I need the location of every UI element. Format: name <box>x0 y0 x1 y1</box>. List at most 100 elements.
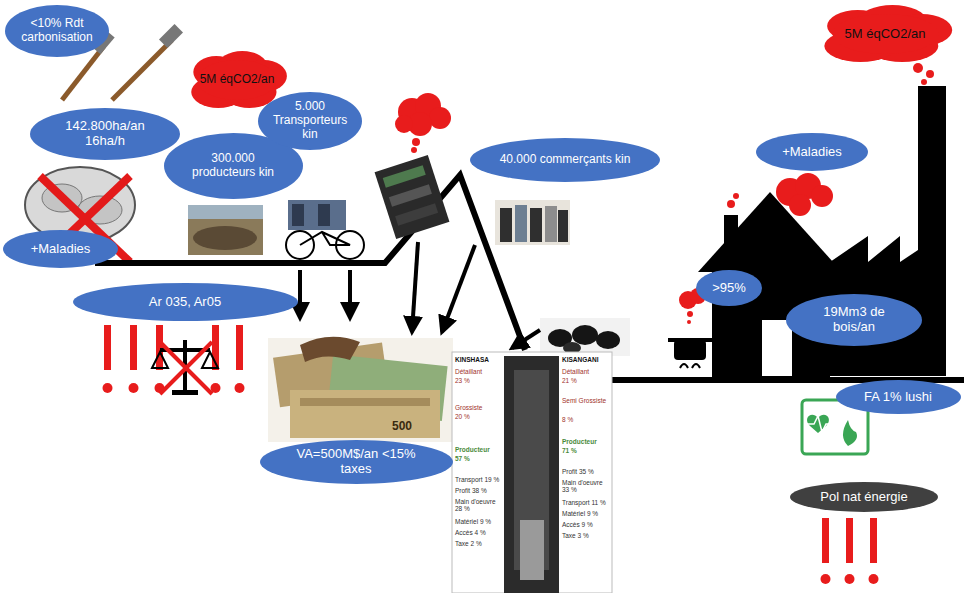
column-label: Transport 19 % <box>455 476 503 483</box>
exclamation-mark-part <box>869 574 879 584</box>
bicycle-icon-part <box>292 204 304 226</box>
ellipse-bubble: 142.800ha/an 16ha/h <box>30 108 180 160</box>
house-icon-part <box>724 215 738 255</box>
money-photo-part <box>290 390 440 438</box>
ellipse-bubble: Ar 035, Ar05 <box>73 283 298 321</box>
charcoal-photo-part <box>596 331 620 349</box>
bubble-text: Ar 035, Ar05 <box>97 295 273 310</box>
exclamation-mark <box>821 518 879 584</box>
ellipse-bubble: >95% <box>696 270 762 306</box>
bubble-text: +Maladies <box>769 145 856 160</box>
column-label: Taxe 2 % <box>455 540 503 547</box>
house-icon-part-part <box>733 193 739 199</box>
cooking-pot-icon-part <box>687 311 693 317</box>
chain-line <box>95 175 525 350</box>
charcoal-photo-part <box>572 325 598 345</box>
exclamation-mark-part <box>846 518 853 563</box>
scale-icon-part <box>202 352 218 368</box>
smoke-cloud-part <box>412 138 420 146</box>
cloud-bubble: 5M éqCO2/an <box>816 4 955 64</box>
ellipse-bubble: 5.000 Transporteurs kin <box>258 92 362 150</box>
smoke-cloud-part <box>429 107 451 129</box>
scale-icon <box>152 340 218 395</box>
bubble-text: <10% Rdt carbonisation <box>17 17 98 45</box>
column-label: Accès 9 % <box>562 521 610 528</box>
money-photo-part <box>268 338 453 442</box>
charcoal-photo-part <box>540 318 630 356</box>
truck-icon-part <box>375 155 450 239</box>
ellipse-bubble: 40.000 commerçants kin <box>470 138 660 182</box>
bubble-text: VA=500M$/an <15% taxes <box>281 447 432 477</box>
bubble-text: 300.000 producteurs kin <box>179 152 287 180</box>
cooking-pot-icon-part <box>680 364 700 368</box>
kiln-photo <box>188 205 263 255</box>
truck-icon-part <box>389 184 432 206</box>
bicycle-icon <box>286 200 364 259</box>
health-icon-part <box>843 420 857 446</box>
charcoal-photo <box>540 318 630 356</box>
exclamation-mark-part <box>130 325 137 370</box>
column-label: Main d'oeuvre 28 % <box>455 498 503 512</box>
sacks-photo-part <box>495 200 570 245</box>
smoke-cloud-part <box>395 115 413 133</box>
sacks-photo-part <box>530 208 542 242</box>
bubble-text: 19Mm3 de bois/an <box>801 305 907 335</box>
health-icon-part <box>806 416 834 432</box>
column-label: 8 % <box>562 416 610 423</box>
sacks-photo <box>495 200 570 245</box>
exclamation-mark-part <box>156 325 163 370</box>
column-label: KISANGANI <box>562 356 610 363</box>
exclamation-mark-part <box>104 325 111 370</box>
column-label: 23 % <box>455 377 503 384</box>
flow-arrow-part <box>348 270 352 318</box>
truck-icon-part <box>395 203 438 225</box>
flow-arrow-part <box>298 270 302 318</box>
exclamation-mark-part <box>821 574 831 584</box>
exclamation-mark-part <box>822 518 829 563</box>
column-label: 20 % <box>455 413 503 420</box>
bubble-text: 5.000 Transporteurs kin <box>270 100 351 141</box>
cooking-pot-icon-part <box>687 320 691 324</box>
bicycle-icon-part <box>318 204 330 226</box>
column-label: Matériel 9 % <box>562 510 610 517</box>
price-column-part <box>520 520 544 580</box>
column-label: Profit 38 % <box>455 487 503 494</box>
kiln-photo-part <box>188 205 263 255</box>
exclamation-mark-part <box>236 325 243 370</box>
kiln-photo-part <box>188 205 263 219</box>
exclamation-mark-part <box>103 383 113 393</box>
exclamation-mark-part <box>235 383 245 393</box>
house-icon-part-part <box>789 194 811 216</box>
column-label: Détaillant <box>562 368 610 375</box>
column-label: Grossiste <box>455 404 503 411</box>
ellipse-bubble: <10% Rdt carbonisation <box>5 5 109 57</box>
money-photo <box>268 337 453 442</box>
bicycle-icon-part <box>288 200 346 230</box>
cloud-shape-part <box>197 60 276 100</box>
bubble-text: >95% <box>704 281 755 296</box>
ellipse-bubble: +Maladies <box>756 133 868 171</box>
column-label: Taxe 3 % <box>562 532 610 539</box>
price-column-part <box>452 352 612 593</box>
scale-icon-part <box>160 342 212 394</box>
price-column <box>452 352 612 593</box>
sacks-photo-part <box>558 210 568 242</box>
ellipse-bubble: VA=500M$/an <15% taxes <box>260 440 453 484</box>
column-label: 71 % <box>562 447 610 454</box>
flow-arrow-part <box>442 245 475 332</box>
bubble-text: FA 1% lushi <box>849 390 947 405</box>
factory-icon-part <box>913 63 934 85</box>
column-label: Semi Grossiste <box>562 397 610 404</box>
column-label: KINSHASA <box>455 356 503 363</box>
column-label: Profit 35 % <box>562 468 610 475</box>
kiln-photo-part <box>193 226 257 250</box>
factory-icon-part-part <box>913 63 923 73</box>
scale-icon-part <box>160 342 212 394</box>
exclamation-mark <box>103 325 245 393</box>
column-label: Détaillant <box>455 368 503 375</box>
column-label: 57 % <box>455 455 503 462</box>
column-label: 21 % <box>562 377 610 384</box>
sacks-photo-part <box>545 206 557 242</box>
ellipse-bubble: +Maladies <box>3 230 118 268</box>
ellipse-bubble: Pol nat énergie <box>790 482 938 512</box>
